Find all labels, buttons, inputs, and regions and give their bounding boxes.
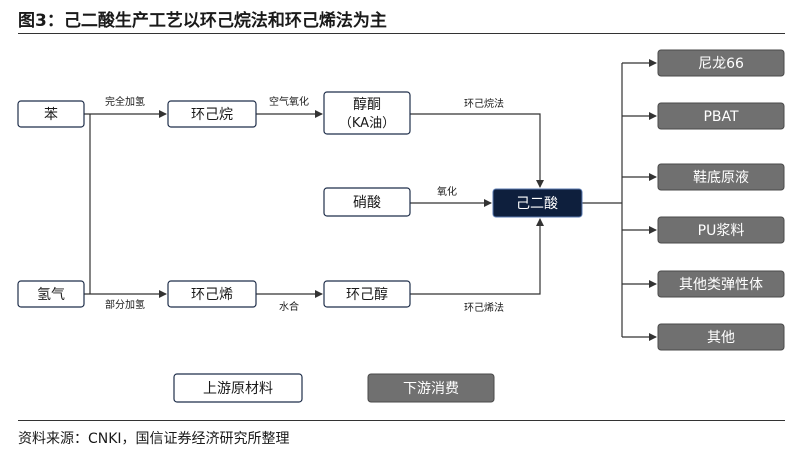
node-ka-oil-label-line1: 醇酮 [353, 96, 381, 113]
node-cyclohexanol [323, 280, 411, 308]
downstream-label-4: PU浆料 [698, 223, 745, 239]
downstream-box-5 [657, 270, 785, 298]
legend-downstream-label: 下游消费 [403, 381, 459, 397]
node-ka-oil [323, 91, 411, 135]
node-ka-oil-label-line2: （KA油） [339, 116, 395, 131]
arrow-cyclohexanol-to-adipic-acid [410, 218, 544, 295]
node-benzene-label: 苯 [44, 106, 58, 123]
node-cyclohexane [167, 100, 257, 128]
edge-label-cyclohexane-route: 环己烷法 [464, 97, 504, 110]
connector-lines [84, 59, 657, 341]
node-hydrogen [17, 280, 85, 308]
legend-upstream-swatch [173, 373, 303, 403]
edge-label-oxidation: 氧化 [437, 185, 457, 198]
node-hydrogen-label: 氢气 [37, 287, 65, 303]
edge-label-hydration: 水合 [279, 300, 299, 313]
downstream-label-5: 其他类弹性体 [679, 277, 763, 293]
node-benzene [17, 100, 85, 128]
legend-upstream-label: 上游原材料 [203, 381, 273, 397]
page-title: 图3：己二酸生产工艺以环己烷法和环己烯法为主 [18, 11, 387, 31]
downstream-label-3: 鞋底原液 [693, 170, 749, 186]
source-divider [18, 420, 785, 421]
node-cyclohexane-label: 环己烷 [191, 107, 233, 123]
downstream-box-6 [657, 323, 785, 351]
node-cyclohexene-label: 环己烯 [191, 287, 233, 303]
source-note: 资料来源：CNKI，国信证券经济研究所整理 [18, 431, 290, 447]
node-cyclohexene [167, 280, 257, 308]
node-adipic-acid-label: 己二酸 [516, 196, 558, 212]
downstream-label-1: 尼龙66 [698, 56, 744, 72]
edge-label-partial-hydrogenation: 部分加氢 [105, 298, 145, 311]
node-adipic-acid [492, 188, 583, 218]
downstream-box-4 [657, 216, 785, 244]
legend-downstream-swatch [367, 373, 495, 403]
node-nitric-acid-label: 硝酸 [353, 195, 381, 211]
node-nitric-acid [323, 187, 411, 217]
arrow-ka-oil-to-adipic-acid [410, 113, 544, 188]
edge-label-cyclohexene-route: 环己烯法 [464, 301, 504, 314]
downstream-label-6: 其他 [707, 330, 735, 346]
edge-label-air-oxidation: 空气氧化 [269, 95, 309, 108]
downstream-box-3 [657, 163, 785, 191]
downstream-box-2 [657, 102, 785, 130]
downstream-box-1 [657, 49, 785, 77]
title-divider [18, 33, 785, 34]
edge-label-full-hydrogenation: 完全加氢 [105, 95, 145, 108]
node-cyclohexanol-label: 环己醇 [346, 286, 388, 303]
downstream-label-2: PBAT [703, 109, 739, 125]
